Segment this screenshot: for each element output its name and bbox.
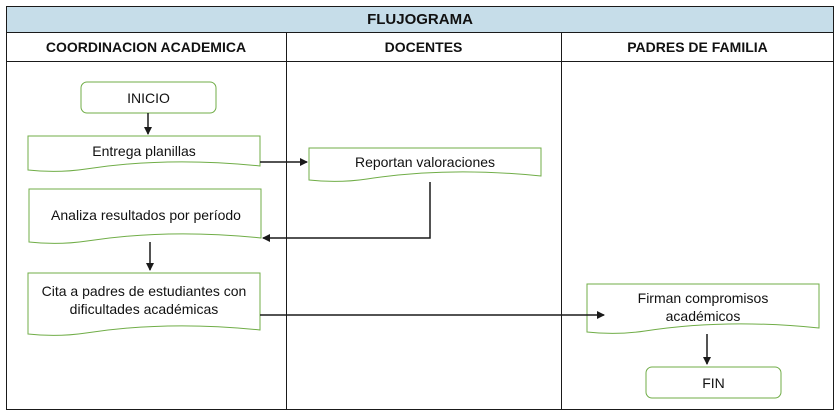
cita-label: Cita a padres de estudiantes con dificul… xyxy=(41,283,247,317)
fin-label: FIN xyxy=(702,374,725,391)
cita-shape xyxy=(27,272,261,336)
lane-divider-1 xyxy=(286,33,287,410)
entrega-label: Entrega planillas xyxy=(92,143,196,159)
analiza-label: Analiza resultados por período xyxy=(51,207,241,223)
lane-divider-2 xyxy=(561,33,562,410)
lane-header-padres: PADRES DE FAMILIA xyxy=(561,33,834,62)
entrega-shape xyxy=(27,135,261,172)
lane-header-docentes: DOCENTES xyxy=(286,33,561,62)
reportan-shape xyxy=(308,147,542,182)
fin-shape xyxy=(645,366,782,399)
lane-header-coordinacion: COORDINACION ACADEMICA xyxy=(6,33,286,62)
diagram-title: FLUJOGRAMA xyxy=(6,6,834,33)
firman-label: Firman compromisos académicos xyxy=(637,290,769,324)
reportan-label: Reportan valoraciones xyxy=(354,154,496,170)
arrow-reportan-to-analiza xyxy=(262,182,431,242)
firman-shape xyxy=(586,283,820,334)
inicio-label: INICIO xyxy=(127,89,170,106)
analiza-shape xyxy=(28,188,262,244)
